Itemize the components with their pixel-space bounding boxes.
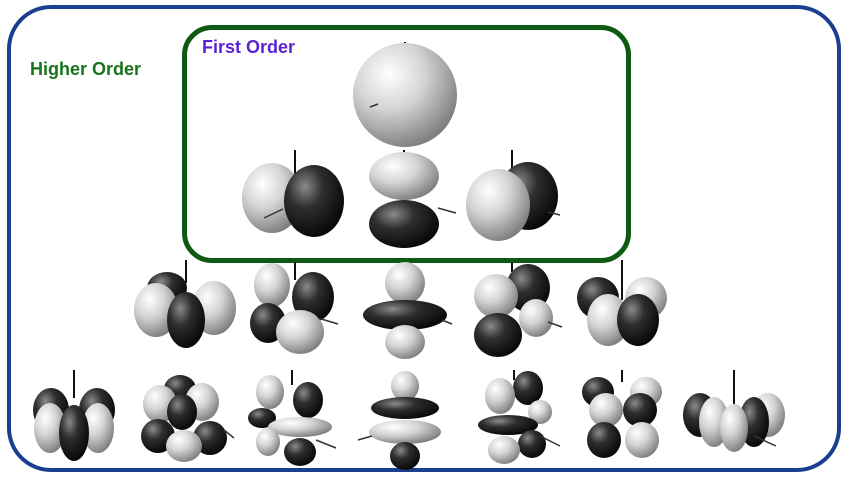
harmonic-l3-m0 — [357, 371, 441, 470]
harmonic-l3-m-3 — [33, 370, 115, 461]
harmonic-l1-m-1 — [242, 150, 344, 237]
harmonic-l2-m0 — [363, 262, 453, 359]
harmonic-l3-m3 — [683, 370, 785, 452]
higher-order-frame — [7, 5, 841, 472]
harmonic-l0-m0 — [353, 42, 457, 147]
harmonic-l3-m2 — [582, 370, 662, 458]
harmonic-l3-m-1 — [248, 370, 337, 466]
harmonic-l3-m-2 — [141, 375, 235, 462]
harmonic-l2-m-2 — [134, 260, 236, 348]
harmonic-l3-m1 — [478, 370, 561, 464]
harmonic-l2-m2 — [577, 260, 667, 346]
harmonic-l1-m1 — [466, 150, 561, 241]
harmonic-l2-m1 — [474, 262, 563, 357]
first-order-frame — [182, 25, 631, 263]
harmonic-l2-m-1 — [250, 262, 339, 354]
higher-order-label: Higher Order — [30, 59, 142, 79]
harmonic-l1-m0 — [369, 150, 457, 248]
first-order-label: First Order — [202, 37, 296, 57]
